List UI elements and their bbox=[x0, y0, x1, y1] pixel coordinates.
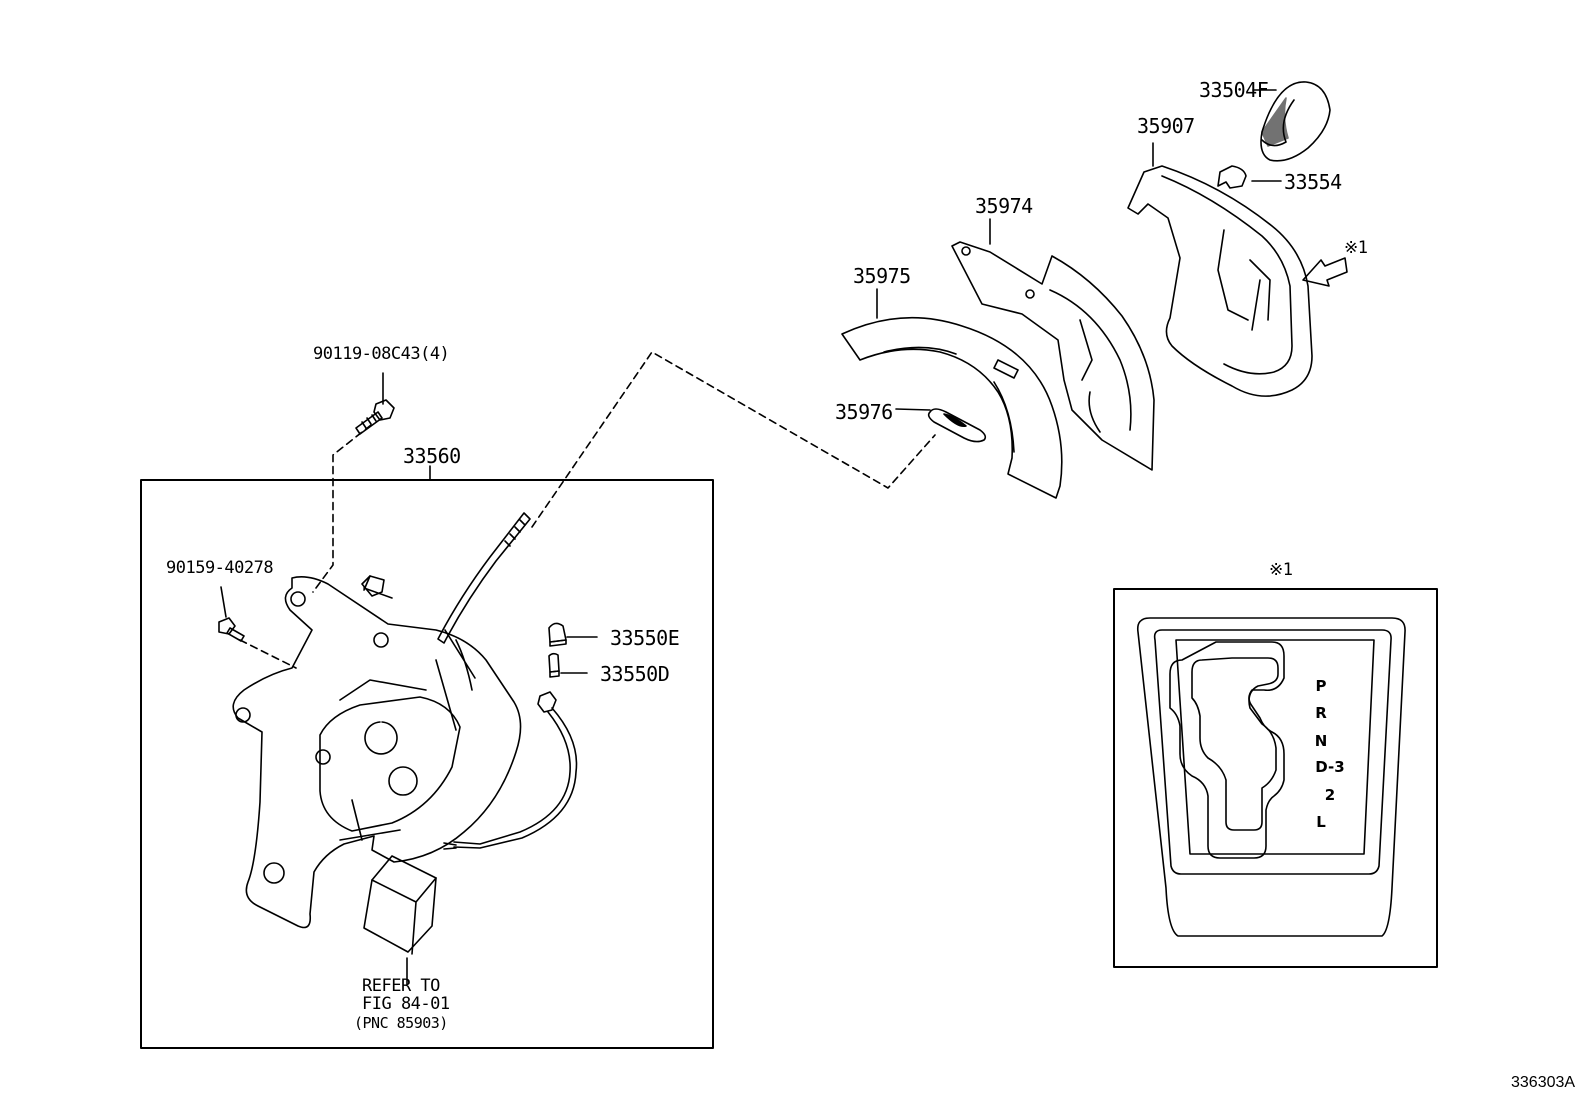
refer-note-line3: (PNC 85903) bbox=[354, 1014, 448, 1032]
shift-position-2: 2 bbox=[1324, 786, 1336, 804]
shift-knob-33504F-icon bbox=[1252, 81, 1331, 162]
indicator-housing-35974-icon bbox=[951, 218, 1155, 471]
shift-panel-icon bbox=[1136, 617, 1406, 937]
switch-box-icon bbox=[363, 855, 437, 985]
label-view-mark: ※1 bbox=[1344, 238, 1368, 258]
inset-box bbox=[1113, 588, 1438, 968]
screw-90159-icon bbox=[218, 586, 245, 642]
label-35975: 35975 bbox=[853, 264, 911, 288]
figure-code: 336303A bbox=[1511, 1074, 1576, 1091]
label-33560: 33560 bbox=[403, 444, 461, 468]
label-33550E: 33550E bbox=[610, 626, 680, 650]
bulb-33550D-icon bbox=[548, 652, 588, 678]
clip-33554-icon bbox=[1217, 165, 1282, 189]
shift-rod-icon bbox=[437, 512, 531, 644]
refer-note-line1: REFER TO bbox=[362, 976, 440, 996]
label-35974: 35974 bbox=[975, 194, 1033, 218]
label-35907: 35907 bbox=[1137, 114, 1195, 138]
bulb-33550E-icon bbox=[548, 622, 598, 647]
shift-position-N: N bbox=[1314, 732, 1328, 750]
label-inset-mark: ※1 bbox=[1269, 560, 1293, 580]
refer-note-line2: FIG 84-01 bbox=[362, 994, 450, 1014]
label-33504F: 33504F bbox=[1199, 78, 1269, 102]
label-90159: 90159-40278 bbox=[166, 558, 274, 578]
bulb-socket-wire-icon bbox=[443, 691, 578, 850]
shift-lever-bracket-icon bbox=[232, 575, 522, 929]
slide-plate-35975-icon bbox=[841, 288, 1063, 499]
shift-cover-35907-icon bbox=[1127, 142, 1313, 397]
shift-position-R: R bbox=[1315, 704, 1327, 722]
shift-position-P: P bbox=[1315, 677, 1327, 695]
dashed-leaders bbox=[239, 351, 936, 669]
bolt-90119-icon bbox=[355, 372, 395, 435]
view-arrow-icon bbox=[1302, 257, 1348, 287]
assembly-box-33560 bbox=[140, 479, 714, 1049]
label-35976: 35976 bbox=[835, 400, 893, 424]
label-90119: 90119-08C43(4) bbox=[313, 344, 450, 364]
label-33550D: 33550D bbox=[600, 662, 670, 686]
shift-position-D3: D-3 bbox=[1315, 758, 1345, 776]
plate-35976-icon bbox=[895, 408, 987, 443]
shift-position-L: L bbox=[1316, 813, 1326, 831]
label-33554: 33554 bbox=[1284, 170, 1342, 194]
